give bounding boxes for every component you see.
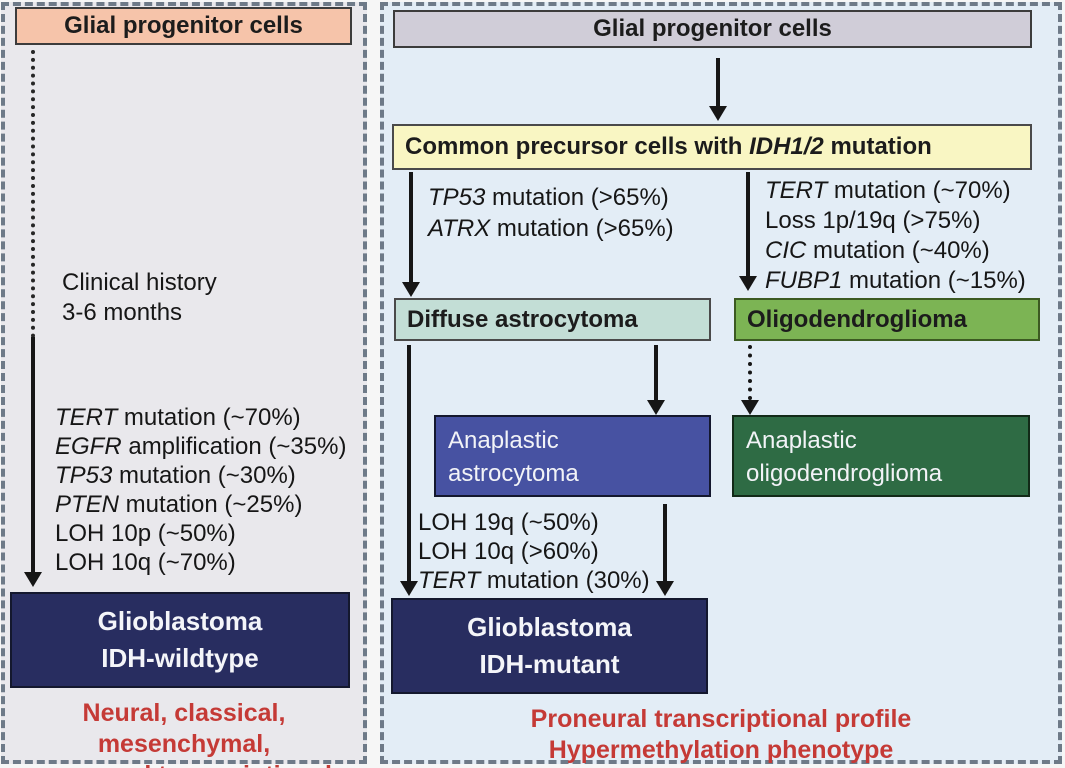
anaplastic-astrocytoma-box: Anaplastic astrocytoma	[434, 415, 711, 497]
glial-progenitor-label-right: Glial progenitor cells	[593, 15, 832, 42]
glioblastoma-idh-mutant-box: Glioblastoma IDH-mutant	[391, 598, 708, 694]
clinical-history-text: Clinical history 3-6 months	[62, 269, 217, 326]
mutation-line: ATRX mutation (>65%)	[428, 215, 674, 242]
oligo-to-anaplastic-dotted-line	[748, 345, 752, 400]
down-arrow-head	[24, 572, 42, 587]
oligodendroglioma-box: Oligodendroglioma	[734, 298, 1040, 341]
oligo-branch-arrow-head	[739, 276, 757, 291]
anaplastic-oligodendroglioma-box: Anaplastic oligodendroglioma	[732, 415, 1030, 497]
astro-branch-arrow-line	[409, 172, 413, 282]
glial-progenitor-box-left: Glial progenitor cells	[15, 7, 352, 45]
anaplastic-to-gbm-arrow-head	[656, 581, 674, 596]
glioblastoma-idh-wildtype-box: Glioblastoma IDH-wildtype	[10, 592, 350, 688]
idh-mutant-panel: Glial progenitor cells Common precursor …	[380, 2, 1062, 764]
mutation-line: Loss 1p/19q (>75%)	[765, 207, 981, 234]
gbm-mutation-list: LOH 19q (~50%) LOH 10q (>60%) TERT mutat…	[418, 508, 650, 595]
idh-wildtype-panel: Glial progenitor cells Clinical history …	[1, 2, 367, 768]
mutation-line: TP53 mutation (~30%)	[55, 462, 296, 489]
mutation-line: LOH 19q (~50%)	[418, 509, 599, 536]
astro-branch-mutations: TP53 mutation (>65%) ATRX mutation (>65%…	[428, 182, 674, 244]
common-precursor-label: Common precursor cells with IDH1/2 mutat…	[405, 133, 932, 160]
wildtype-profile-note: Neural, classical, mesenchymal, proneura…	[36, 699, 332, 768]
glial-progenitor-box-right: Glial progenitor cells	[393, 10, 1032, 48]
astro-branch-arrow-head	[402, 282, 420, 297]
mutation-line: CIC mutation (~40%)	[765, 237, 990, 264]
diffuse-astrocytoma-box: Diffuse astrocytoma	[394, 298, 711, 341]
mutation-line: LOH 10q (~70%)	[55, 549, 236, 576]
glial-progenitor-label-left: Glial progenitor cells	[64, 12, 303, 39]
mutation-line: TERT mutation (~70%)	[765, 177, 1011, 204]
mutation-line: FUBP1 mutation (~15%)	[765, 267, 1026, 294]
mutation-line: LOH 10p (~50%)	[55, 520, 236, 547]
dotted-timeline-line	[31, 50, 35, 338]
common-precursor-box: Common precursor cells with IDH1/2 mutat…	[392, 124, 1032, 170]
down-arrow-head	[709, 106, 727, 121]
diffuse-to-gbm-arrow-head	[400, 581, 418, 596]
diffuse-to-gbm-line	[407, 345, 411, 581]
mutation-line: TERT mutation (30%)	[418, 567, 650, 594]
down-arrow-line	[716, 58, 720, 106]
mutation-line: PTEN mutation (~25%)	[55, 491, 303, 518]
oligo-branch-mutations: TERT mutation (~70%) Loss 1p/19q (>75%) …	[765, 176, 1026, 296]
diffuse-to-anaplastic-arrow-line	[654, 345, 658, 400]
mutation-line: TP53 mutation (>65%)	[428, 184, 669, 211]
mutation-line: LOH 10q (>60%)	[418, 538, 599, 565]
anaplastic-to-gbm-arrow-line	[663, 504, 667, 581]
mutation-line: EGFR amplification (~35%)	[55, 433, 347, 460]
mutant-profile-note: Proneural transcriptional profile Hyperm…	[530, 705, 912, 764]
diffuse-to-anaplastic-arrow-head	[647, 400, 665, 415]
down-arrow-line	[31, 337, 35, 575]
oligo-branch-arrow-line	[746, 172, 750, 276]
mutation-line: TERT mutation (~70%)	[55, 404, 301, 431]
wildtype-mutation-list: TERT mutation (~70%) EGFR amplification …	[55, 403, 346, 577]
oligo-to-anaplastic-arrow-head	[741, 400, 759, 415]
